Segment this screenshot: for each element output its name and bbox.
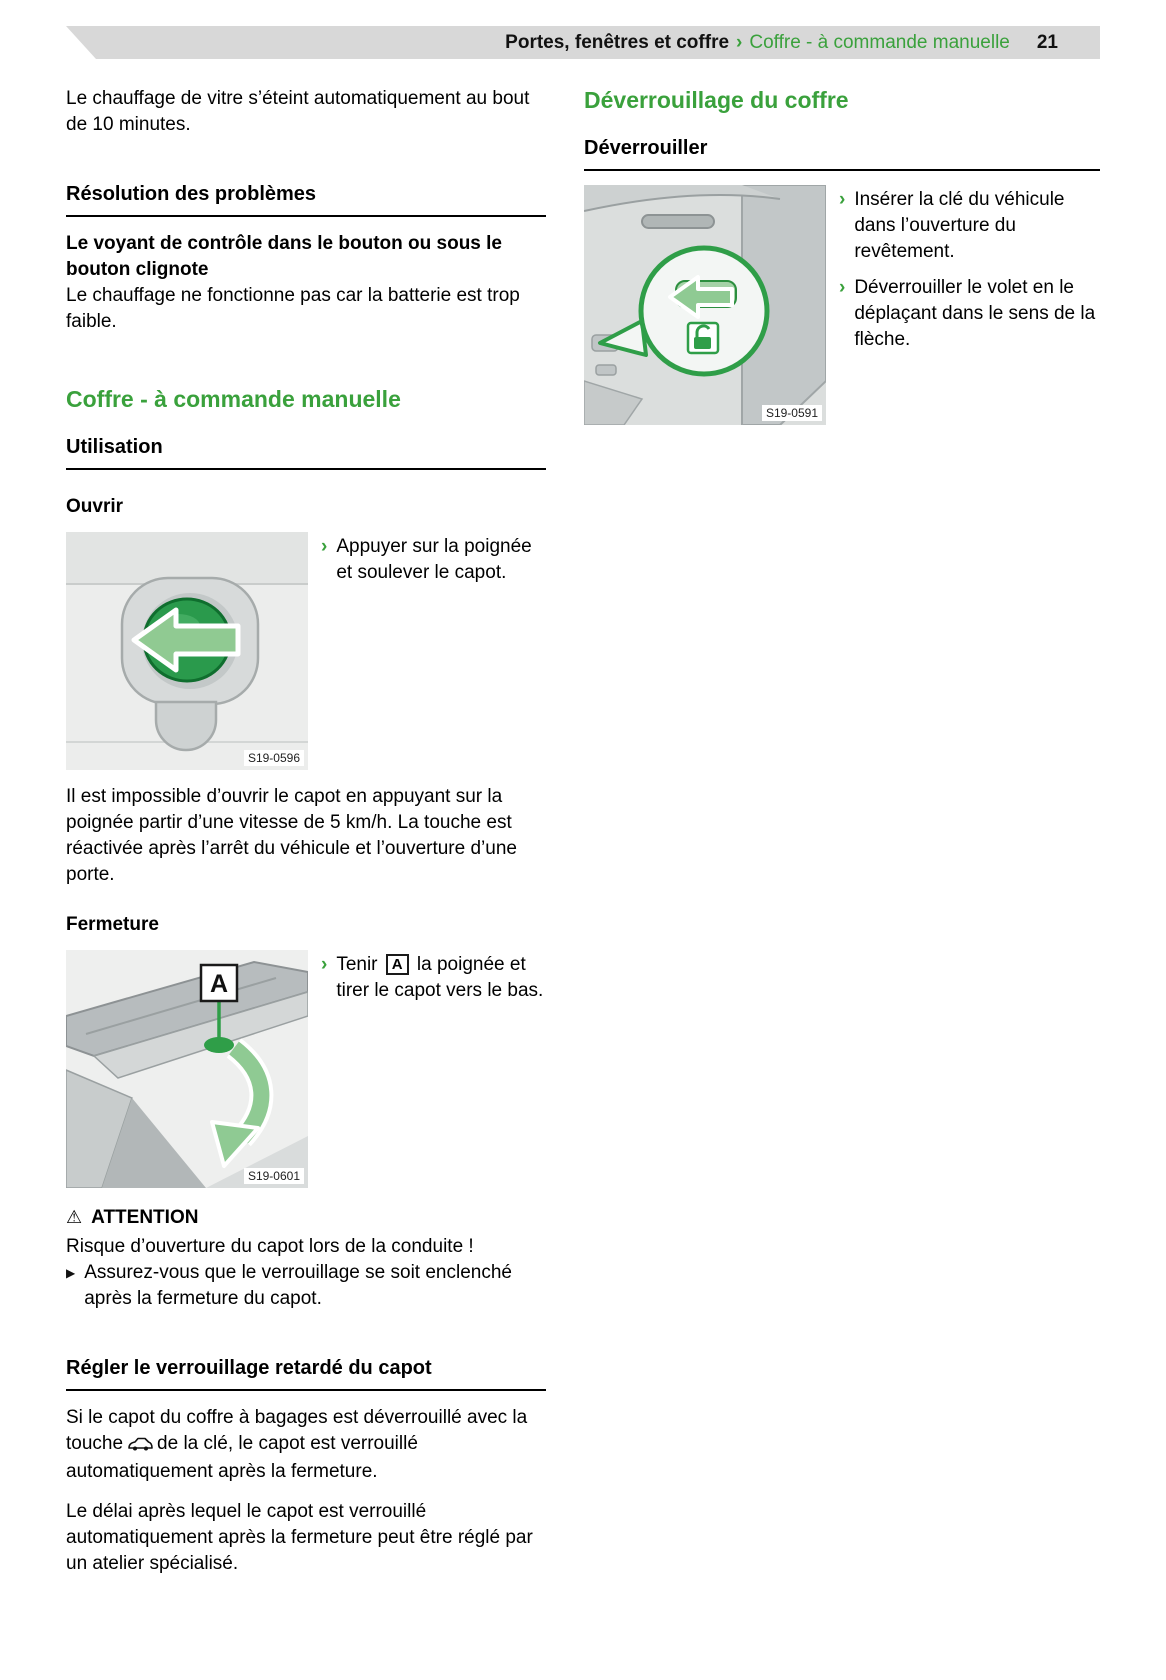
bullet-marker: › [321, 954, 328, 975]
warning-header: ⚠ ATTENTION [66, 1204, 546, 1231]
section-heading-deverrouiller: Déverrouiller [584, 136, 1100, 171]
close-steps: › Tenir A la poignée et tirer le capot v… [321, 950, 546, 1188]
bullet-marker: › [321, 536, 328, 557]
page-header: Portes, fenêtres et coffre › Coffre - à … [66, 26, 1100, 59]
step-text: Appuyer sur la poignée et soulever le ca… [336, 536, 532, 583]
right-column: Déverrouillage du coffre Déverrouiller [584, 59, 1100, 1587]
callout-key-a: A [385, 954, 409, 975]
paragraph-open-note: Il est impossible d’ouvrir le capot en a… [66, 786, 517, 885]
breadcrumb-subsection: Coffre - à commande manuelle [749, 31, 1010, 53]
open-figure-row: S19-0596 › Appuyer sur la poignée et sou… [66, 532, 546, 770]
subheading-open: Ouvrir [66, 496, 124, 517]
unlock-steps: › Insérer la clé du véhicule dans l’ouve… [839, 185, 1100, 425]
list-item: › Insérer la clé du véhicule dans l’ouve… [839, 187, 1100, 265]
warning-title: ATTENTION [91, 1207, 199, 1228]
warning-text: Risque d’ouverture du capot lors de la c… [66, 1236, 474, 1257]
warning-action-item: ▶ Assurez-vous que le verrouillage se so… [66, 1260, 546, 1312]
close-figure-row: A S19-0601 › Tenir A la poignée et tirer… [66, 950, 546, 1188]
troubleshooting-cause: Le chauffage ne fonctionne pas car la ba… [66, 285, 520, 332]
unlock-trunk-illustration [584, 185, 826, 425]
breadcrumb-section: Portes, fenêtres et coffre [505, 31, 730, 53]
open-handle-illustration [66, 532, 308, 770]
list-item: › Tenir A la poignée et tirer le capot v… [321, 952, 546, 1004]
step-text: Déverrouiller le volet en le déplaçant d… [854, 277, 1096, 350]
figure-open-handle: S19-0596 [66, 532, 308, 770]
step-text: Tenir A la poignée et tirer le capot ver… [336, 952, 546, 1004]
warning-icon: ⚠ [66, 1207, 83, 1227]
list-item: › Déverrouiller le volet en le déplaçant… [839, 275, 1100, 353]
left-column: Le chauffage de vitre s’éteint automatiq… [66, 59, 546, 1587]
text-run: Tenir [336, 954, 378, 975]
text-run: Si le capot du coffre à bagages est déve… [66, 1407, 528, 1454]
chapter-heading-trunk-manual: Coffre - à commande manuelle [66, 386, 401, 412]
troubleshooting-symptom: Le voyant de contrôle dans le bouton ou … [66, 233, 502, 280]
figure-code: S19-0596 [243, 750, 304, 766]
close-tailgate-illustration: A [66, 950, 308, 1188]
text-run: de la clé, le capot est verrouillé autom… [66, 1433, 418, 1482]
content-columns: Le chauffage de vitre s’éteint automatiq… [0, 59, 1166, 1587]
paragraph-delayed-lock-1: Si le capot du coffre à bagages est déve… [66, 1405, 546, 1485]
page-number: 21 [1036, 31, 1058, 53]
warning-action-text: Assurez-vous que le verrouillage se soit… [84, 1262, 512, 1309]
figure-callout-letter: A [210, 970, 228, 998]
section-heading-troubleshooting: Résolution des problèmes [66, 182, 546, 217]
manual-page: Portes, fenêtres et coffre › Coffre - à … [0, 26, 1166, 1587]
chapter-heading-trunk-unlock: Déverrouillage du coffre [584, 87, 849, 113]
car-boot-key-button-icon [127, 1433, 153, 1459]
warning-box: ⚠ ATTENTION Risque d’ouverture du capot … [66, 1204, 546, 1312]
paragraph-defrost-timeout: Le chauffage de vitre s’éteint automatiq… [66, 88, 530, 135]
figure-code: S19-0591 [761, 405, 822, 421]
list-item: › Appuyer sur la poignée et soulever le … [321, 534, 546, 586]
breadcrumb-separator: › [736, 31, 743, 53]
text-run: la poignée et tirer le capot vers le bas… [336, 954, 544, 1001]
triangle-bullet-icon: ▶ [66, 1266, 76, 1280]
step-text: Insérer la clé du véhicule dans l’ouvert… [854, 189, 1065, 262]
figure-code: S19-0601 [243, 1168, 304, 1184]
bullet-marker: › [839, 277, 846, 298]
subheading-close: Fermeture [66, 914, 159, 935]
figure-close-tailgate: A S19-0601 [66, 950, 308, 1188]
section-heading-utilisation: Utilisation [66, 435, 546, 470]
bullet-marker: › [839, 189, 846, 210]
unlock-figure-row: S19-0591 › Insérer la clé du véhicule da… [584, 185, 1100, 425]
paragraph-delayed-lock-2: Le délai après lequel le capot est verro… [66, 1501, 533, 1574]
figure-unlock-trunk: S19-0591 [584, 185, 826, 425]
section-heading-delayed-lock: Régler le verrouillage retardé du capot [66, 1356, 546, 1391]
open-steps: › Appuyer sur la poignée et soulever le … [321, 532, 546, 770]
